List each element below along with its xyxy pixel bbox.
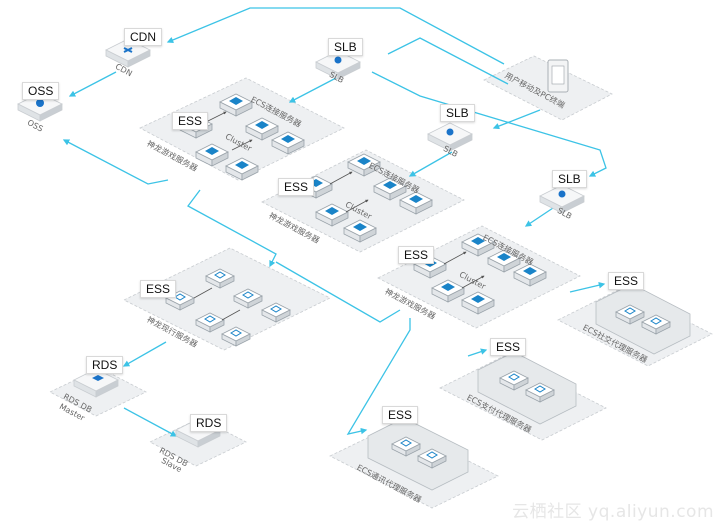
- slb1-icon: [334, 56, 342, 64]
- ess-label-5: ESS: [608, 272, 645, 290]
- panel-mgmt: [123, 247, 331, 351]
- link-cdn-oss: [68, 71, 117, 97]
- oss-label: OSS: [22, 82, 60, 100]
- ess-label-4: ESS: [140, 280, 177, 298]
- rds-master-icon: [92, 375, 104, 381]
- link-slb1-game1: [288, 77, 337, 103]
- ess-label-6: ESS: [490, 338, 527, 356]
- ess-label-3: ESS: [398, 246, 435, 264]
- slb3-label: SLB: [552, 170, 587, 188]
- slb1-label: SLB: [328, 38, 363, 56]
- nodes: [17, 38, 691, 491]
- link-mgmt-rds: [122, 341, 167, 367]
- ess-label-2: ESS: [278, 178, 315, 196]
- cdn-icon: [123, 47, 133, 53]
- link-game3-msg: [346, 318, 411, 435]
- link-client-slb2: [492, 109, 541, 130]
- cluster-links: [193, 111, 485, 321]
- link-client-slb1: [387, 37, 509, 85]
- cdn-label: CDN: [124, 28, 162, 46]
- rds-master-label: RDS: [86, 356, 124, 374]
- link-game3-pay: [467, 348, 488, 357]
- link-slb3-game3: [524, 205, 557, 227]
- link-game-mgmt: [187, 189, 277, 268]
- watermark: 云栖社区 yq.aliyun.com: [512, 502, 714, 522]
- link-slb2-game2: [408, 151, 453, 177]
- slb2-icon: [446, 128, 454, 136]
- slb2-label: SLB: [440, 104, 475, 122]
- rds-slave-label: RDS: [190, 414, 228, 432]
- link-slb1-slb3: [371, 71, 607, 177]
- link-mgmt-game3: [275, 261, 401, 323]
- oss-icon: [36, 99, 44, 107]
- link-client-cdn: [166, 7, 505, 65]
- links: [62, 7, 607, 437]
- link-game3-social: [569, 282, 606, 293]
- ess-label-7: ESS: [382, 406, 419, 424]
- panel-game-3: [377, 225, 581, 329]
- slb3-icon: [558, 190, 566, 198]
- link-rds-master-slave: [123, 407, 178, 437]
- ess-label-1: ESS: [172, 112, 209, 130]
- link-game1-oss: [62, 139, 169, 185]
